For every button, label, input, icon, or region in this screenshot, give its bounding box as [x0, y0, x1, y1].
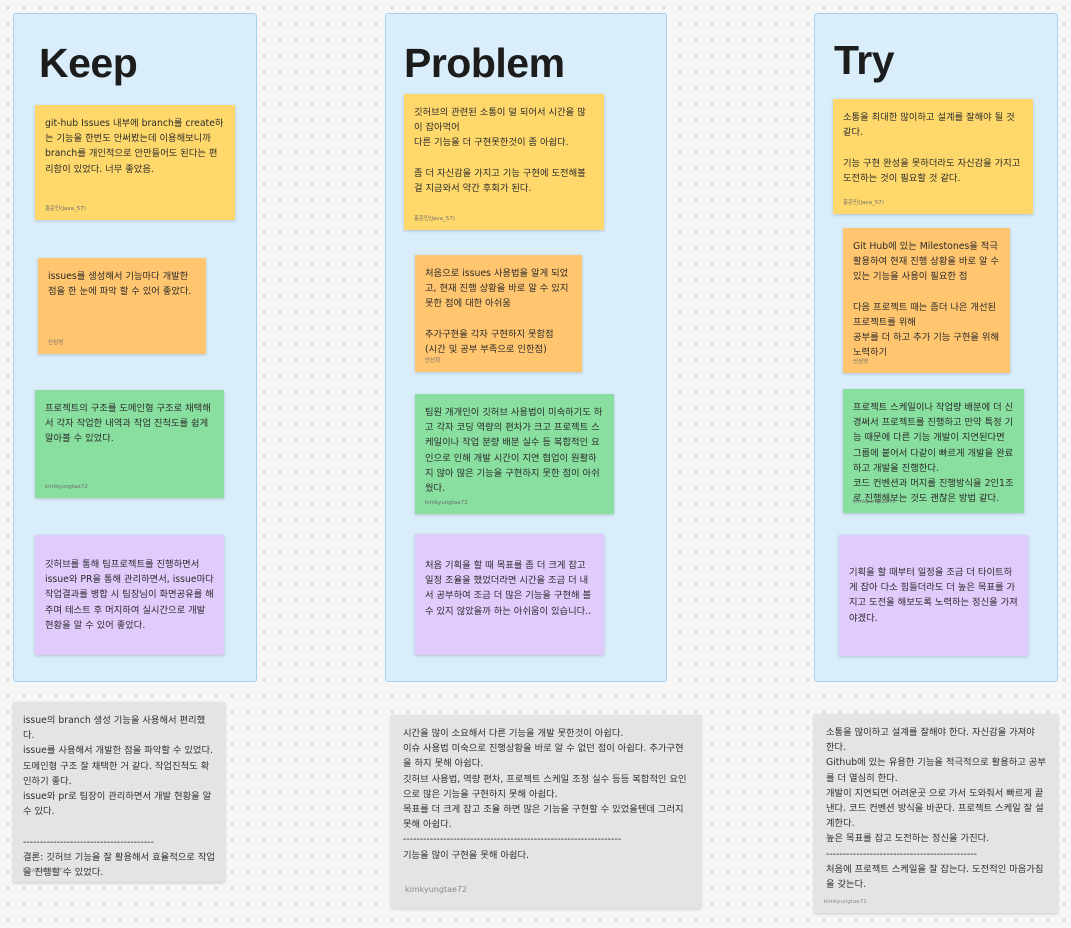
- note-text: git-hub Issues 내부에 branch를 create하는 기능을 …: [45, 118, 224, 175]
- note-text: issues를 생성해서 기능마다 개발한 점을 한 눈에 파악 할 수 있어 …: [48, 271, 192, 298]
- sticky-note[interactable]: 프로젝트 스케일이나 작업량 배분에 더 신경써서 프로젝트를 진행하고 만약 …: [843, 389, 1024, 513]
- note-author: kimkyungtae72: [425, 500, 468, 506]
- note-author: 신심영: [853, 359, 869, 365]
- sticky-note[interactable]: 기획을 할 때부터 일정을 조금 더 타이트하게 잡아 다소 힘들더라도 더 높…: [839, 535, 1028, 656]
- note-author: kimkyungtae72: [45, 484, 88, 490]
- note-author: 신심영: [48, 340, 64, 346]
- sticky-note[interactable]: 프로젝트의 구조를 도메인형 구조로 채택해서 각자 작업한 내역과 작업 진척…: [35, 390, 224, 498]
- note-text: 소통을 최대한 많이하고 설계를 잘해야 될 것 같다. 기능 구현 완성을 못…: [843, 112, 1021, 184]
- sticky-note[interactable]: 처음 기획을 할 때 목표를 좀 더 크게 잡고 일정 조율을 했었더라면 시간…: [415, 534, 604, 655]
- note-text: 소통을 많이하고 설계를 잘해야 한다. 자신감을 가져야 한다. Github…: [826, 727, 1046, 891]
- note-text: 기획을 할 때부터 일정을 조금 더 타이트하게 잡아 다소 힘들더라도 더 높…: [849, 567, 1018, 624]
- note-author: kimkyungtae72: [853, 499, 896, 505]
- note-text: 처음 기획을 할 때 목표를 좀 더 크게 잡고 일정 조율을 했었더라면 시간…: [425, 560, 592, 617]
- note-text: 깃허브를 통해 팀프로젝트를 진행하면서 issue와 PR을 통해 관리하면서…: [45, 559, 214, 631]
- note-text: Git Hub에 있는 Milestones을 적극 활용하여 현재 진행 상황…: [853, 241, 1000, 359]
- sticky-note[interactable]: Git Hub에 있는 Milestones을 적극 활용하여 현재 진행 상황…: [843, 228, 1010, 373]
- sticky-note[interactable]: issues를 생성해서 기능마다 개발한 점을 한 눈에 파악 할 수 있어 …: [38, 258, 206, 354]
- note-author: 홍준민(Java_57): [45, 206, 86, 212]
- sticky-note[interactable]: 소통을 최대한 많이하고 설계를 잘해야 될 것 같다. 기능 구현 완성을 못…: [833, 99, 1033, 214]
- note-text: 시간을 많이 소요해서 다른 기능을 개발 못한것이 아쉽다. 이슈 사용법 미…: [403, 728, 687, 861]
- summary-note-keep[interactable]: issue의 branch 생성 기능을 사용해서 편리했다. issue를 사…: [13, 702, 225, 882]
- keep-title: Keep: [39, 40, 138, 86]
- note-text: issue의 branch 생성 기능을 사용해서 편리했다. issue를 사…: [23, 715, 215, 879]
- summary-note-problem[interactable]: 시간을 많이 소요해서 다른 기능을 개발 못한것이 아쉽다. 이슈 사용법 미…: [391, 715, 701, 908]
- sticky-note[interactable]: 깃허브의 관련된 소통이 덜 되어서 시간을 많이 잡아먹어 다른 기능을 더 …: [404, 94, 604, 230]
- note-author: 홍준민(Java_57): [414, 216, 455, 222]
- sticky-note[interactable]: 팀원 개개인이 깃허브 사용법이 미숙하기도 하고 각자 코딩 역량의 편차가 …: [415, 394, 614, 514]
- note-text: 깃허브의 관련된 소통이 덜 되어서 시간을 많이 잡아먹어 다른 기능을 더 …: [414, 107, 586, 195]
- try-title: Try: [834, 37, 895, 83]
- note-author: kimkyungtae72: [824, 899, 867, 905]
- sticky-note[interactable]: 처음으로 issues 사용법을 알게 되었고, 현재 진행 상황을 바로 알 …: [415, 255, 582, 372]
- summary-note-try[interactable]: 소통을 많이하고 설계를 잘해야 한다. 자신감을 가져야 한다. Github…: [814, 714, 1058, 913]
- problem-title: Problem: [404, 40, 565, 86]
- note-text: 프로젝트 스케일이나 작업량 배분에 더 신경써서 프로젝트를 진행하고 만약 …: [853, 402, 1014, 505]
- note-author: 홍준민(Java_57): [843, 200, 884, 206]
- note-text: 프로젝트의 구조를 도메인형 구조로 채택해서 각자 작업한 내역과 작업 진척…: [45, 403, 211, 445]
- sticky-note[interactable]: git-hub Issues 내부에 branch를 create하는 기능을 …: [35, 105, 235, 220]
- note-author: kimkyungtae72: [23, 868, 66, 874]
- note-author: kimkyungtae72: [405, 885, 468, 894]
- note-text: 팀원 개개인이 깃허브 사용법이 미숙하기도 하고 각자 코딩 역량의 편차가 …: [425, 407, 603, 495]
- note-text: 처음으로 issues 사용법을 알게 되었고, 현재 진행 상황을 바로 알 …: [425, 268, 569, 356]
- note-author: 안선희: [425, 358, 441, 364]
- sticky-note[interactable]: 깃허브를 통해 팀프로젝트를 진행하면서 issue와 PR을 통해 관리하면서…: [35, 535, 224, 655]
